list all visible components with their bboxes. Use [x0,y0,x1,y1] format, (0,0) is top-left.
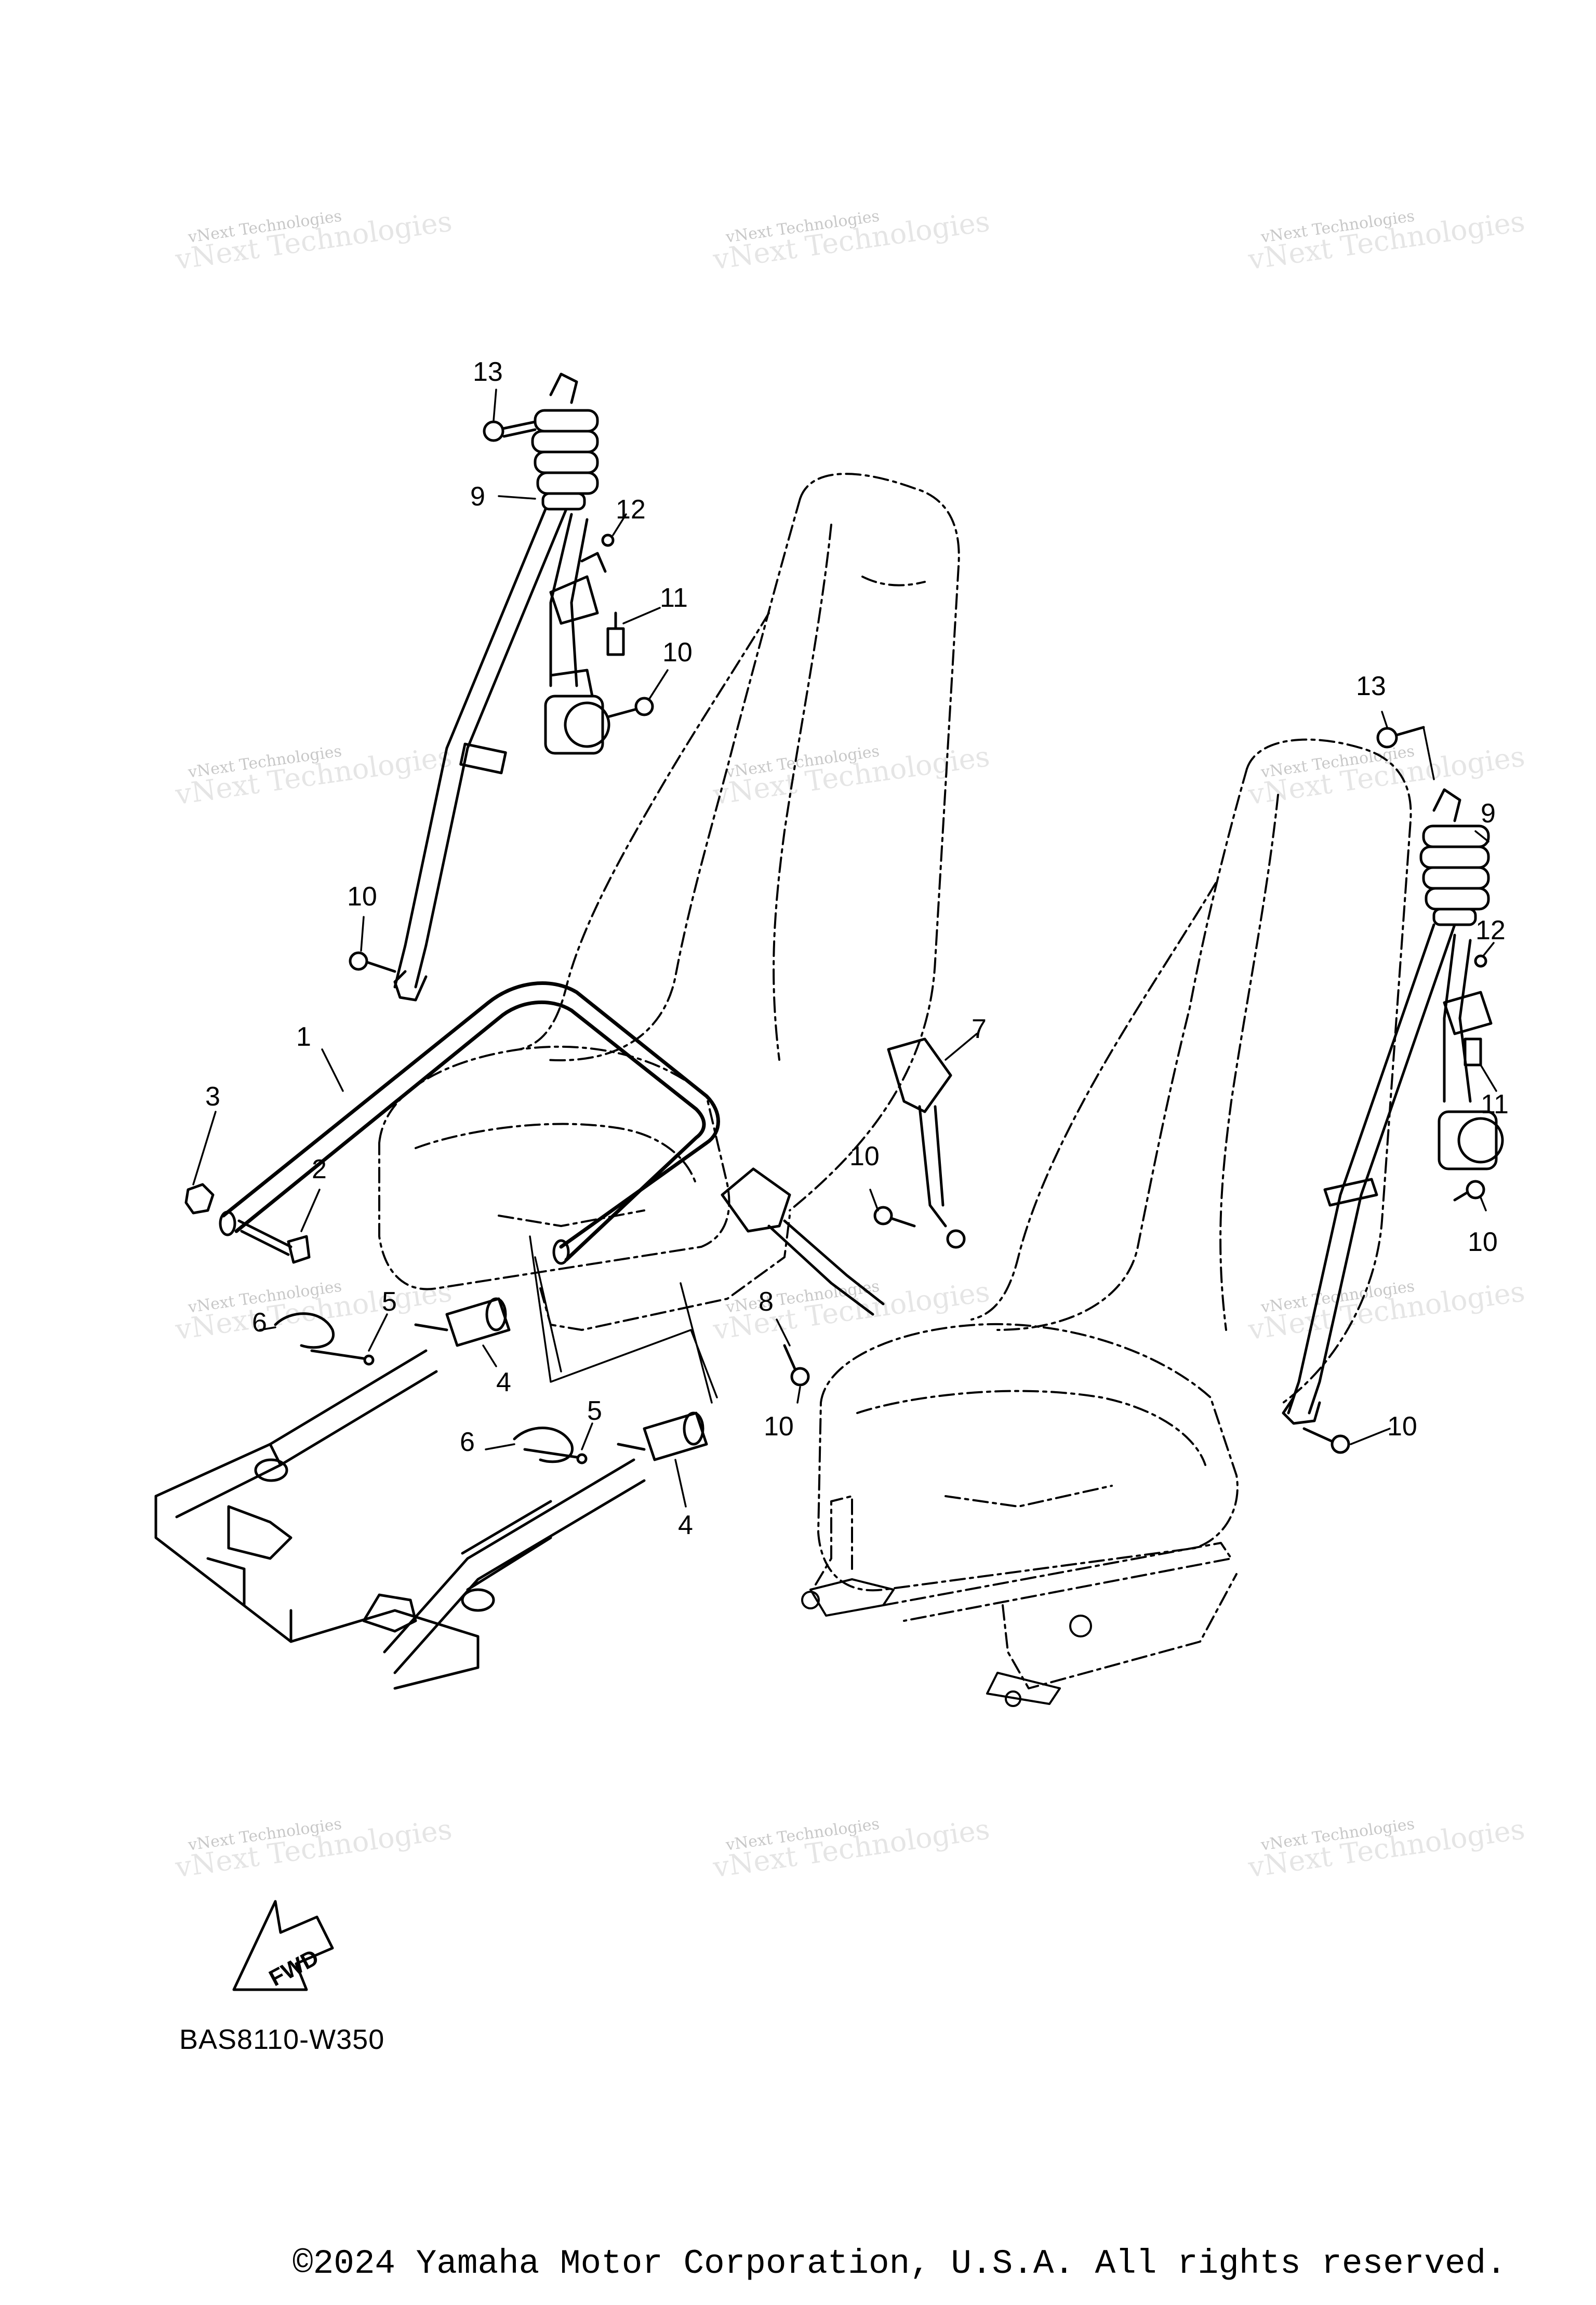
buckle-parts [721,1037,966,1316]
callout-10[interactable]: 10 [1468,1227,1498,1257]
frame-assembly [154,1349,646,1690]
callout-2[interactable]: 2 [312,1154,327,1184]
callout-8[interactable]: 8 [759,1287,774,1317]
callout-13[interactable]: 13 [473,357,503,387]
callout-4[interactable]: 4 [496,1367,511,1397]
callout-10[interactable]: 10 [1387,1411,1417,1442]
callout-10[interactable]: 10 [347,882,377,912]
callout-10[interactable]: 10 [662,637,693,668]
callout-3[interactable]: 3 [205,1082,220,1112]
fwd-arrow-icon [232,1900,334,1991]
callout-7[interactable]: 7 [972,1014,987,1044]
callout-9[interactable]: 9 [1481,798,1496,829]
callout-12[interactable]: 12 [616,495,646,525]
right-seat-outline [801,738,1412,1707]
callout-6[interactable]: 6 [252,1308,267,1338]
callout-5[interactable]: 5 [587,1396,602,1426]
grab-bar [219,981,720,1265]
callout-9[interactable]: 9 [470,482,485,512]
copyright-notice: ©2024 Yamaha Motor Corporation, U.S.A. A… [292,2244,1507,2283]
callout-1[interactable]: 1 [296,1022,311,1052]
callout-11[interactable]: 11 [1481,1089,1509,1120]
callout-12[interactable]: 12 [1475,915,1506,945]
left-seatbelt-assembly [393,372,610,1002]
callout-10[interactable]: 10 [764,1411,794,1442]
callout-4[interactable]: 4 [678,1510,693,1540]
callout-11[interactable]: 11 [660,583,688,613]
fasteners [184,420,1487,1464]
leader-lines [192,389,1497,1508]
left-seat-outline [378,473,960,1331]
callout-10[interactable]: 10 [849,1141,880,1171]
callout-5[interactable]: 5 [382,1287,397,1317]
callout-6[interactable]: 6 [460,1427,475,1457]
callout-13[interactable]: 13 [1356,671,1386,701]
diagram-code: BAS8110-W350 [179,2024,385,2055]
right-seatbelt-assembly [1282,788,1504,1425]
